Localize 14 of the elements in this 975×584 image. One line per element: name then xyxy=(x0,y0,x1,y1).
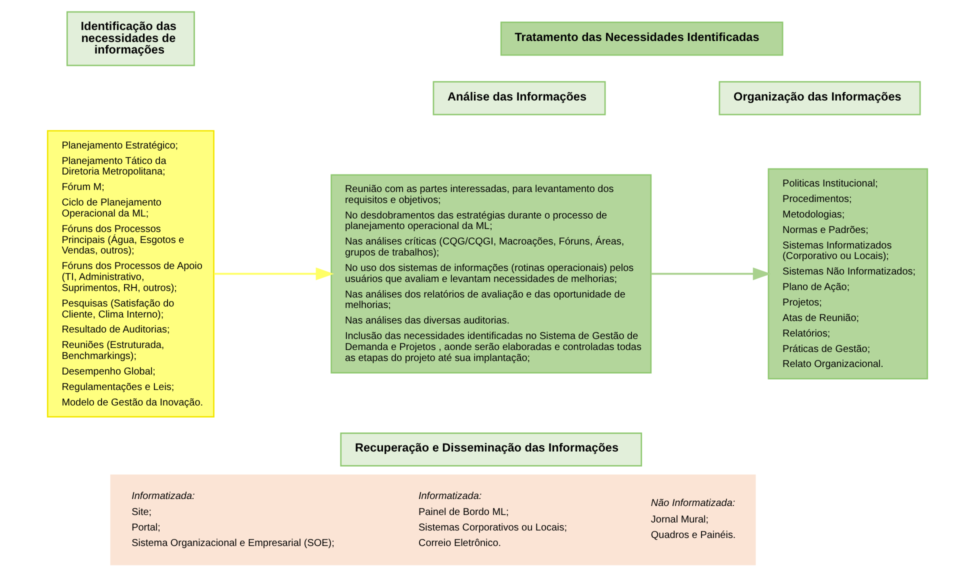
node-box: Tratamento das Necessidades Identificadas xyxy=(500,22,784,56)
node-text: Informatizada: Site; Portal; Sistema Organizacional e Empresarial (SOE); xyxy=(132,490,334,550)
cluster xyxy=(110,474,756,566)
arrow xyxy=(651,267,772,280)
node-box: Planejamento Estratégico; Planejamento Tático da Diretoria Metropolitana; Fórum M; Ciclo de Planejamento Operacional da ML; Fóruns dos Processos Principais (Água, Esgotos e Vendas, outros); Fóruns dos Processos de Apoio (TI, Administrativo, Suprimentos, RH, outros); Pesquisas (Satisfação do Cliente, Clima Interno); Resultado de Auditorias; Reuniões (Estruturada, Benchmarkings); Desempenho Global; Regulamentações e Leis; Modelo de Gestão da Inovação. xyxy=(46,130,214,418)
node-box: Politicas Institucional; Procedimentos; Metodologias; Normas e Padrões; Sistemas Informatizados (Corporativo ou Locais); Sistemas Não Informatizados; Plano de Ação; Projetos; Atas de Reunião; Relatórios; Práticas de Gestão; Relato Organizacional. xyxy=(768,168,928,380)
node-box: Reunião com as partes interessadas, para levantamento dos requisitos e objetivos; No desdobramentos das estratégias durante o processo de planejamento operacional da ML; Nas análises críticas (CQG/CQGI, Macroações, Fóruns, Áreas, grupos de trabalhos); No uso dos sistemas de informações (rotinas operacionais) pelos usuários que avaliam e levantam necessidades de melhorias; Nas análises dos relatórios de avaliação e das oportunidade de melhorias; Nas análises das diversas auditorias. Inclusão das necessidades identificadas no Sistema de Gestão de Demanda e Projetos , aonde serão elaboradas e controladas todas as etapas do projeto até sua implantação; xyxy=(330,174,652,374)
node-box: Análise das Informações xyxy=(432,81,606,116)
arrow xyxy=(214,267,334,280)
node-box: Organização das Informações xyxy=(718,81,921,116)
node-text: Informatizada: Painel de Bordo ML; Sistemas Corporativos ou Locais; Correio Eletrônico. xyxy=(418,490,567,550)
node-box: Identificação das necessidades de informações xyxy=(66,11,195,66)
node-box: Recuperação e Disseminação das Informações xyxy=(340,432,642,467)
node-text: Não Informatizada: Jornal Mural; Quadros e Painéis. xyxy=(650,498,736,541)
